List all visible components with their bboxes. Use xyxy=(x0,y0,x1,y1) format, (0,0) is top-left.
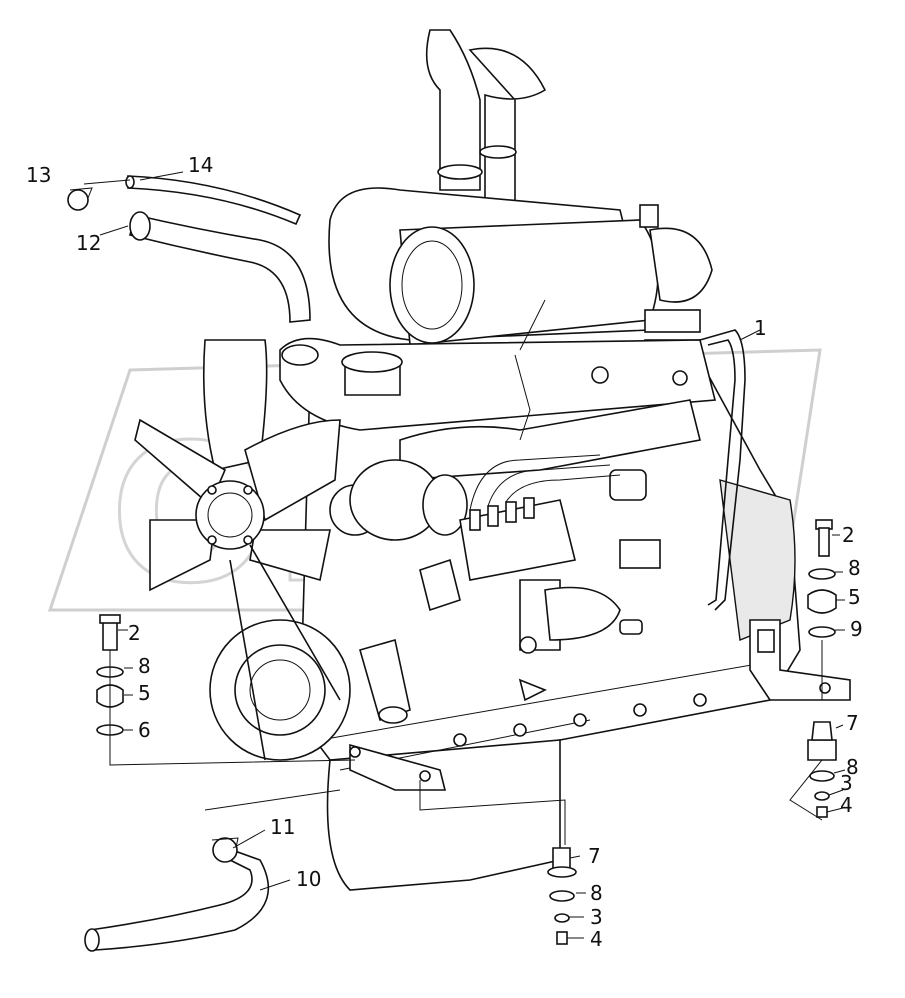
hoses-lower xyxy=(84,837,270,952)
fastener-stack-bottom xyxy=(547,847,577,945)
callout-13: 13 xyxy=(26,163,51,187)
leader-lines xyxy=(83,171,846,939)
callout-6: 6 xyxy=(138,718,151,742)
callout-3-right: 3 xyxy=(840,771,853,795)
callout-1: 1 xyxy=(754,316,767,340)
fastener-stack-right-top xyxy=(807,519,837,638)
rear-mount xyxy=(749,619,851,701)
callout-7-bottom: 7 xyxy=(588,844,601,868)
callout-labels: 1 2 2 3 3 4 4 5 5 6 7 7 8 8 8 8 9 10 11 … xyxy=(26,153,863,951)
callout-8-right-bottom: 8 xyxy=(846,755,859,779)
hoses-upper xyxy=(67,175,311,323)
callout-11: 11 xyxy=(270,815,295,839)
air-cleaner xyxy=(328,187,713,361)
callout-4-right: 4 xyxy=(840,793,853,817)
callout-9: 9 xyxy=(850,617,863,641)
fastener-stack-left xyxy=(96,614,124,736)
callout-2-left: 2 xyxy=(128,621,141,645)
callout-4-bottom: 4 xyxy=(590,927,603,951)
callout-5-left: 5 xyxy=(138,681,151,705)
callout-7-right: 7 xyxy=(846,711,859,735)
injection-pump xyxy=(459,497,643,654)
fastener-stack-right-bottom xyxy=(807,721,837,818)
callout-10: 10 xyxy=(296,867,321,891)
fuel-lines xyxy=(469,299,621,511)
exhaust-stacks xyxy=(425,29,547,211)
pulleys xyxy=(209,459,468,761)
callout-5-right: 5 xyxy=(848,585,861,609)
callout-3-bottom: 3 xyxy=(590,905,603,929)
return-pipe xyxy=(699,329,746,611)
fan xyxy=(134,339,341,592)
callout-14: 14 xyxy=(188,153,213,177)
callout-8-bottom: 8 xyxy=(590,881,603,905)
oil-filler xyxy=(359,558,547,724)
callout-8-right-top: 8 xyxy=(848,556,861,580)
callout-2-right: 2 xyxy=(842,523,855,547)
callout-8-left: 8 xyxy=(138,654,151,678)
intake-manifold xyxy=(279,337,717,481)
callout-12: 12 xyxy=(76,231,101,255)
